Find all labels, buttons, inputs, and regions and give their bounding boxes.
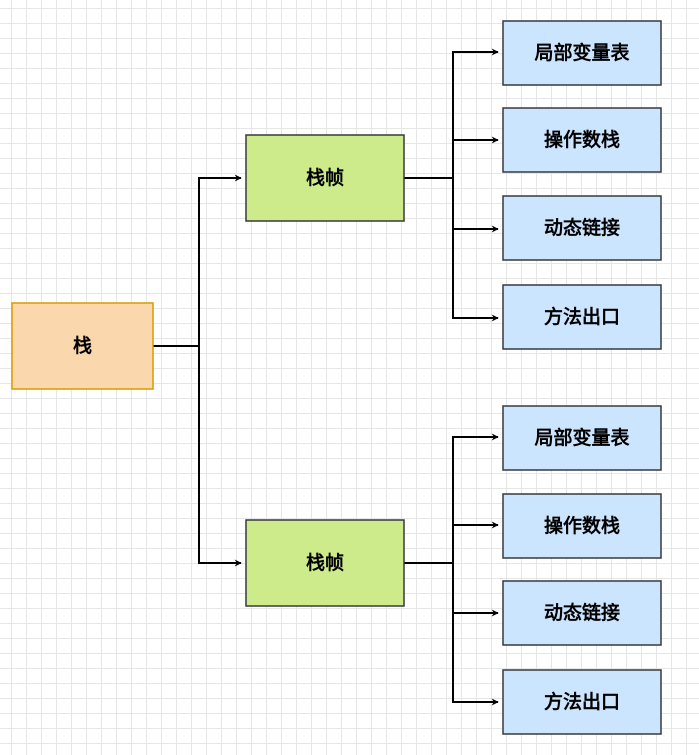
edge-frame-2-item-2 — [404, 521, 499, 564]
edge-frame-1-item-2 — [404, 136, 499, 179]
frame-node-label: 栈帧 — [306, 551, 344, 574]
item-label: 局部变量表 — [534, 41, 630, 64]
frame-2-item-method-exit[interactable]: 方法出口 — [502, 669, 662, 735]
frame-2-item-operand-stack[interactable]: 操作数栈 — [502, 493, 662, 559]
frame-2-item-local-variables[interactable]: 局部变量表 — [502, 405, 662, 471]
frame-2-item-dynamic-linking[interactable]: 动态链接 — [502, 580, 662, 646]
edge-root-frame-1 — [153, 174, 242, 347]
item-label: 动态链接 — [544, 216, 620, 239]
frame-node-2[interactable]: 栈帧 — [245, 519, 405, 607]
item-label: 局部变量表 — [534, 426, 630, 449]
item-label: 动态链接 — [544, 601, 620, 624]
frame-1-item-operand-stack[interactable]: 操作数栈 — [502, 107, 662, 173]
root-node-label: 栈 — [73, 334, 92, 357]
edge-frame-2-item-4 — [404, 562, 499, 706]
root-node[interactable]: 栈 — [11, 302, 154, 390]
item-label: 操作数栈 — [544, 128, 620, 151]
frame-node-1[interactable]: 栈帧 — [245, 134, 405, 222]
edge-root-frame-2 — [153, 345, 242, 567]
item-label: 方法出口 — [544, 305, 620, 328]
edge-frame-2-item-3 — [404, 562, 499, 617]
frame-1-item-dynamic-linking[interactable]: 动态链接 — [502, 195, 662, 261]
edges — [153, 48, 499, 706]
frame-1-item-local-variables[interactable]: 局部变量表 — [502, 20, 662, 86]
edge-frame-2-item-1 — [404, 433, 499, 564]
frame-node-label: 栈帧 — [306, 166, 344, 189]
item-label: 方法出口 — [544, 690, 620, 713]
item-label: 操作数栈 — [544, 514, 620, 537]
frame-1-item-method-exit[interactable]: 方法出口 — [502, 284, 662, 350]
edge-frame-1-item-1 — [404, 48, 499, 179]
edge-frame-1-item-4 — [404, 177, 499, 322]
edge-frame-1-item-3 — [404, 177, 499, 233]
